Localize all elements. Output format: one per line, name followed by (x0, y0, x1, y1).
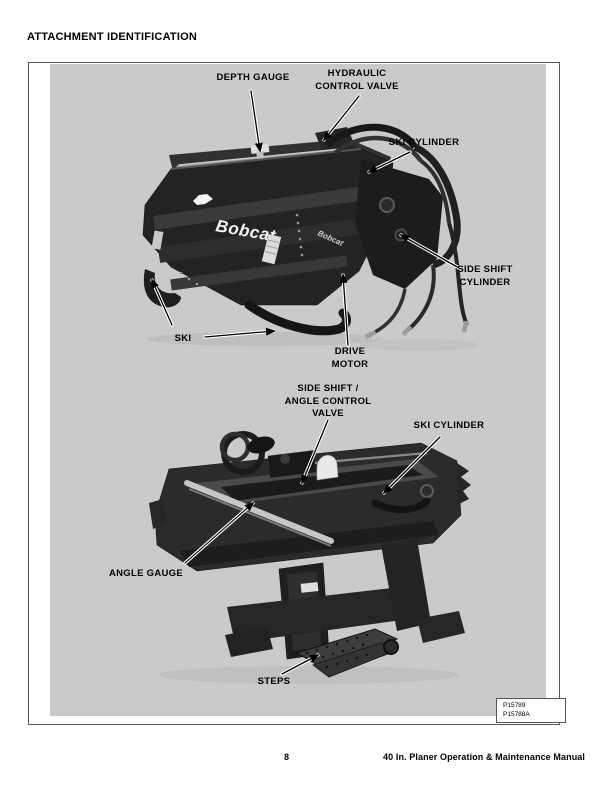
callout-ski-cylinder-rear: SKI CYLINDER (413, 420, 485, 431)
planer-rear-illustration (149, 431, 471, 684)
callout-steps: STEPS (257, 676, 291, 687)
brand-logo-mark (193, 194, 213, 205)
page-title: ATTACHMENT IDENTIFICATION (27, 31, 197, 43)
arrow-angle-gauge (183, 501, 255, 565)
callout-angle-gauge: ANGLE GAUGE (108, 568, 184, 579)
arrow-ski-right (203, 327, 276, 339)
arrow-ski-left (150, 278, 174, 327)
photo-ref-2: P15788A (503, 711, 530, 718)
footer-manual-title: 40 In. Planer Operation & Maintenance Ma… (383, 752, 585, 762)
steps-part (295, 628, 399, 678)
arrow-ski-cylinder-front (367, 150, 412, 174)
callout-side-shift-angle-control-valve: SIDE SHIFT / ANGLE CONTROL VALVE (284, 383, 372, 419)
arrow-hydraulic-control-valve (322, 94, 361, 142)
callout-hydraulic-control-valve: HYDRAULIC CONTROL VALVE (315, 68, 399, 92)
ski-right-part (244, 300, 351, 336)
footer-page-number: 8 (284, 752, 290, 762)
photo-reference-box: P15789 P15788A (496, 698, 566, 723)
arrow-steps (280, 653, 320, 676)
figure-plate: Bobcat Bobcat (28, 62, 566, 725)
planer-front-illustration: Bobcat Bobcat (142, 123, 479, 351)
photo-ref-1: P15789 (503, 702, 526, 709)
callout-ski-cylinder-front: SKI CYLINDER (388, 137, 460, 148)
arrow-drive-motor (339, 273, 350, 347)
callout-arrows (150, 89, 461, 676)
callout-depth-gauge: DEPTH GAUGE (216, 72, 290, 83)
callout-ski: SKI (174, 333, 192, 344)
arrow-side-shift-angle-control-valve (300, 418, 330, 485)
figure-illustration: Bobcat Bobcat (142, 89, 479, 684)
callout-drive-motor: DRIVE MOTOR (331, 346, 369, 370)
arrow-depth-gauge (249, 89, 263, 153)
callout-side-shift-cylinder: SIDE SHIFT CYLINDER (457, 264, 513, 288)
arrow-side-shift-cylinder (399, 233, 461, 270)
arrow-ski-cylinder-rear (382, 435, 442, 495)
page-footer: 8 40 In. Planer Operation & Maintenance … (28, 752, 585, 766)
